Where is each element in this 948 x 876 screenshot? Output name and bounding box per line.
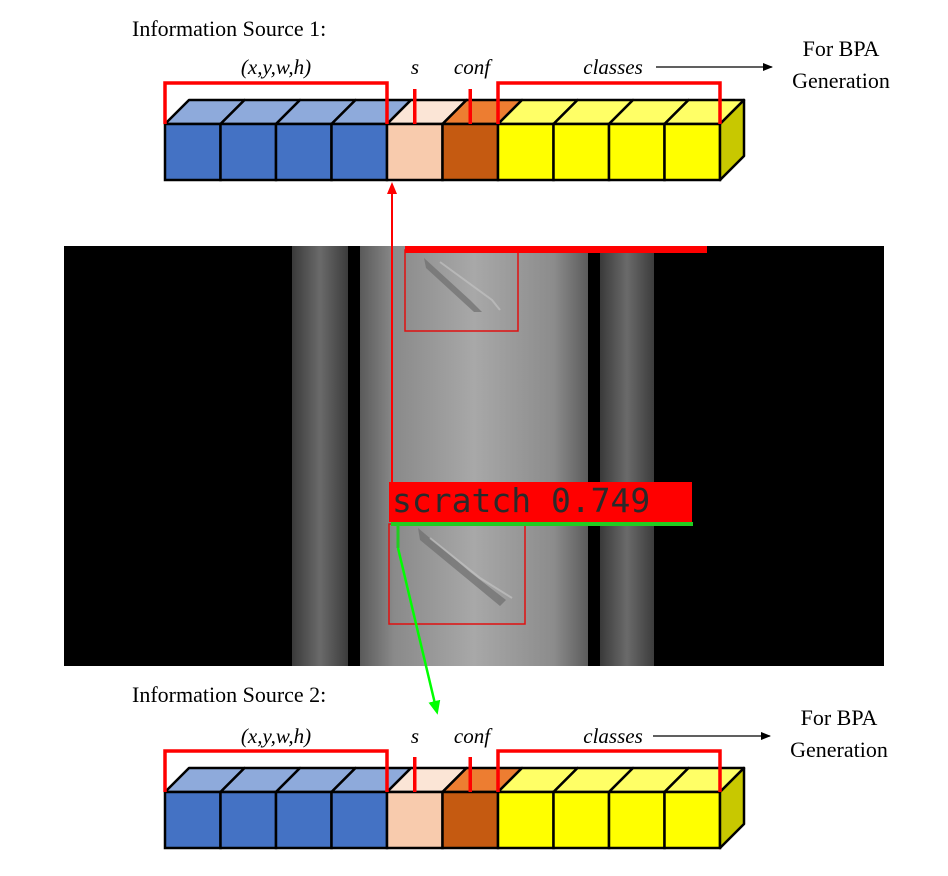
vector-1-box-cell-2 [219, 122, 278, 182]
vector-1-box-cell-1 [163, 122, 222, 182]
vector-2-box-cell-2 [219, 790, 278, 850]
vector-2-class-cell-10 [663, 790, 722, 850]
vector-2-side-face [718, 766, 746, 850]
source-1-output-line2: Generation [792, 68, 890, 93]
source-2-output-line2: Generation [790, 737, 888, 762]
vector-2-box-cell-4 [330, 790, 389, 850]
source-2-conf-label: conf [454, 724, 493, 748]
output-vector-1 [163, 81, 746, 182]
source-2-box-label: (x,y,w,h) [241, 724, 311, 748]
source-1-output-line1: For BPA [803, 36, 880, 61]
vector-2-box-cell-1 [163, 790, 222, 850]
vector-1-class-cell-7 [496, 122, 555, 182]
detection-green-underline [391, 522, 693, 526]
vector-2-box-bracket [163, 749, 389, 792]
vector-1-classes-bracket [496, 81, 722, 124]
information-source-2: Information Source 2: (x,y,w,h) s conf c… [132, 682, 888, 850]
detection-label-bg [389, 482, 692, 522]
right-guide-rail [600, 246, 654, 666]
vector-2-conf-cell-6 [441, 790, 500, 850]
vector-1-s-cell-5 [385, 122, 444, 182]
source-1-conf-label: conf [454, 55, 493, 79]
vector-2-classes-bracket [496, 749, 722, 792]
scratch-mark-bottom [418, 528, 506, 606]
scratch-highlight-top [439, 261, 501, 311]
source-1-s-label: s [411, 55, 419, 79]
vector-2-class-cell-8 [552, 790, 611, 850]
source-1-classes-label: classes [583, 55, 643, 79]
arrow-to-source-2 [396, 547, 441, 715]
source-2-title: Information Source 2: [132, 682, 326, 707]
vector-1-class-cell-9 [607, 122, 666, 182]
scratch-mark-top [424, 258, 482, 312]
vector-1-class-cell-10 [663, 122, 722, 182]
output-vector-2 [163, 749, 746, 850]
inspected-rod [360, 246, 588, 666]
vector-1-class-cell-8 [552, 122, 611, 182]
vector-1-conf-cell-6 [441, 122, 500, 182]
source-2-output-line1: For BPA [801, 705, 878, 730]
vector-2-class-cell-9 [607, 790, 666, 850]
vector-1-side-face [718, 98, 746, 182]
left-guide-rail [292, 246, 348, 666]
vector-2-s-cell-5 [385, 790, 444, 850]
source-1-box-label: (x,y,w,h) [241, 55, 311, 79]
scratch-highlight-bottom [429, 537, 513, 599]
vector-1-box-cell-3 [274, 122, 333, 182]
source-2-classes-label: classes [583, 724, 643, 748]
vector-2-box-cell-3 [274, 790, 333, 850]
vector-1-box-cell-4 [330, 122, 389, 182]
detection-image: scratch 0.749 [64, 182, 884, 715]
detection-label-top-strip [405, 246, 707, 253]
detection-label-text: scratch 0.749 [392, 481, 650, 520]
information-source-1: Information Source 1: (x,y,w,h) s conf c… [132, 16, 890, 182]
source-2-s-label: s [411, 724, 419, 748]
vector-2-class-cell-7 [496, 790, 555, 850]
vector-1-box-bracket [163, 81, 389, 124]
source-1-title: Information Source 1: [132, 16, 326, 41]
